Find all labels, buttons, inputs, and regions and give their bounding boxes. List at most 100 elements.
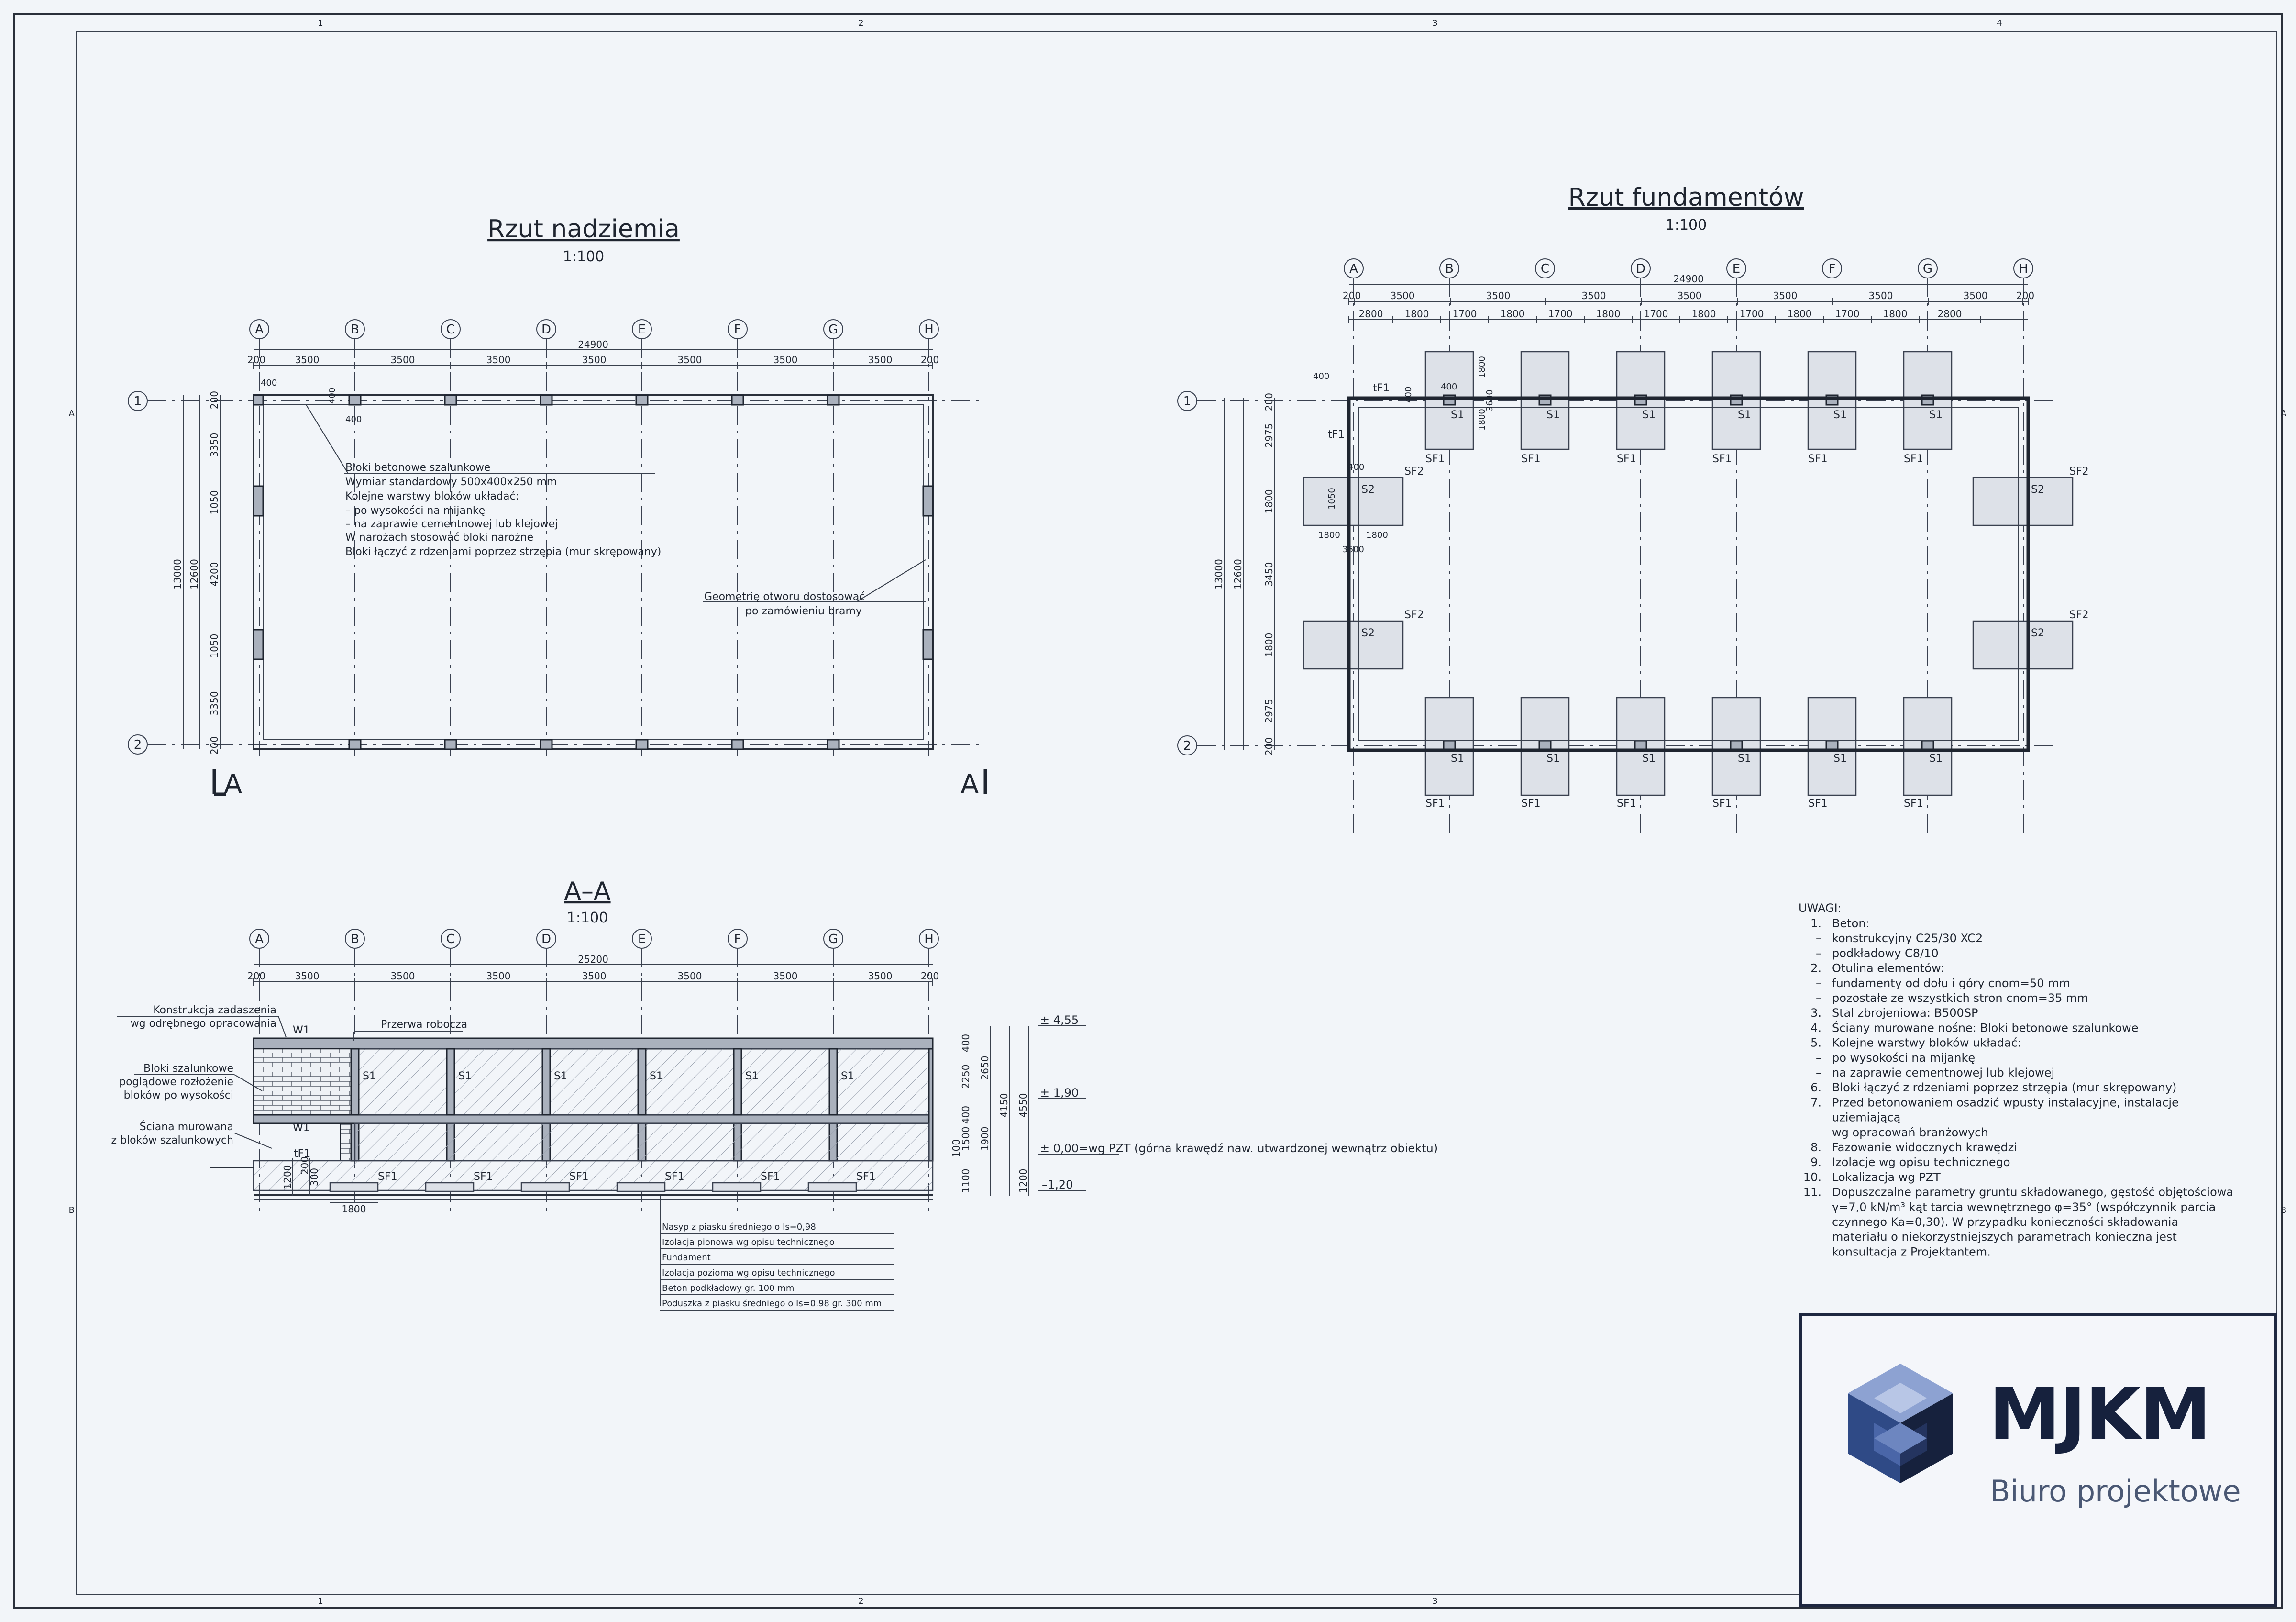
note-number-7: 4. xyxy=(1810,1021,1821,1034)
label-sf1-bottom-6: SF1 xyxy=(1904,798,1923,810)
plan-found-dim-3450: 3450 xyxy=(1263,562,1275,587)
note-text-19: γ=7,0 kN/m³ kąt tarcia wewnętrznego φ=35… xyxy=(1832,1200,2216,1214)
plan-top-axis-label-1: 1 xyxy=(134,394,142,409)
label-s1-top-1: S1 xyxy=(1451,409,1464,421)
section-sf1-5: SF1 xyxy=(856,1171,876,1183)
section-levels: ± 4,55 ± 1,90 ± 0,00=wg PZT (górna krawę… xyxy=(1038,1013,1438,1191)
note-text-15: Fazowanie widocznych krawędzi xyxy=(1832,1141,2017,1154)
level-minus-1-20: –1,20 xyxy=(1042,1178,1073,1191)
section-span-value-0: 200 xyxy=(247,970,265,982)
plan-top-dim-200b: 200 xyxy=(209,736,220,755)
section-ring-beam-top xyxy=(253,1037,934,1050)
svg-text:– po wysokości na mijankę: – po wysokości na mijankę xyxy=(345,505,485,517)
plan-found-inner-3600a: 3600 xyxy=(1342,544,1364,555)
plan-top-post-bottom-5 xyxy=(731,739,744,750)
section-bay-upper-2 xyxy=(450,1048,547,1116)
frame-col-3-bottom: 3 xyxy=(1432,1596,1437,1606)
note-text-21: materiału o niekorzystniejszych parametr… xyxy=(1832,1230,2177,1244)
note-number-6: 3. xyxy=(1810,1006,1821,1020)
plan-found-wall-inner xyxy=(1358,407,2019,741)
plan-found-inner-400d: 400 xyxy=(1348,462,1364,472)
section-w1-mid: W1 xyxy=(293,1122,310,1134)
note-number-18: 11. xyxy=(1803,1186,1821,1199)
svg-text:Bloki łączyć z rdzeniami poprz: Bloki łączyć z rdzeniami poprzez strzępi… xyxy=(345,546,661,558)
svg-text:Wymiar standardowy 500x400x250: Wymiar standardowy 500x400x250 mm xyxy=(345,476,557,488)
plan-found-subspan-value-9: 1800 xyxy=(1788,308,1812,320)
plan-found-subspan-value-6: 1700 xyxy=(1644,308,1668,320)
section-footing-2 xyxy=(520,1182,570,1192)
label-s1-bottom-2: S1 xyxy=(1546,753,1560,765)
section-span-value-1: 3500 xyxy=(295,970,320,982)
plan-found-footings: S1SF1S1SF1S1SF1S1SF1S1SF1S1SF1S1SF1S1SF1… xyxy=(1303,351,2089,810)
plan-found-axis-label-c: C xyxy=(1541,262,1549,276)
label-sf2-left-1: SF2 xyxy=(1404,466,1424,478)
plan-found-inner-3600b: 3600 xyxy=(1485,389,1495,411)
label-s1-top-3: S1 xyxy=(1642,409,1656,421)
plan-top-gate-note-2: po zamówieniu bramy xyxy=(745,605,862,617)
plan-found-span-value-5: 3500 xyxy=(1773,290,1798,301)
section-sf1-1: SF1 xyxy=(474,1171,493,1183)
plan-top-span-value-4: 3500 xyxy=(582,354,607,366)
company-name: MJKM xyxy=(1989,1373,2211,1456)
plan-top-scale: 1:100 xyxy=(563,248,604,265)
plan-top-dim-1050a: 1050 xyxy=(209,490,220,515)
plan-found-subspan-value-3: 1800 xyxy=(1501,308,1525,320)
plan-found-inner-1800a: 1800 xyxy=(1477,356,1487,378)
section-mark-right: A xyxy=(960,769,979,800)
notes-heading: UWAGI: xyxy=(1799,901,1842,915)
section-layer-0: Nasyp z piasku średniego o Is=0,98 xyxy=(662,1222,816,1232)
note-text-0: Beton: xyxy=(1832,917,1870,930)
plan-found-subspan-value-7: 1800 xyxy=(1692,308,1716,320)
note-text-17: Lokalizacja wg PZT xyxy=(1832,1170,1941,1184)
plan-top-dim-1050b: 1050 xyxy=(209,634,220,658)
section-bay-upper-6 xyxy=(832,1048,930,1116)
section-right-dims: 400 2250 2650 4150 4550 100 400 1500 190… xyxy=(950,1026,1029,1196)
plan-top-post-top-4 xyxy=(635,394,649,406)
note-number-15: 8. xyxy=(1810,1141,1821,1154)
plan-found-dim-1800a: 1800 xyxy=(1263,489,1275,514)
note-text-20: czynnego Ka=0,30). W przypadku konieczno… xyxy=(1832,1215,2178,1229)
section-bay-upper-5 xyxy=(737,1048,834,1116)
label-sf1-bottom-5: SF1 xyxy=(1808,798,1828,810)
footing-side-left-1 xyxy=(1303,477,1404,526)
plan-top-span-value-8: 200 xyxy=(921,354,939,366)
plan-found-dim-2975a: 2975 xyxy=(1263,423,1275,448)
frame-col-2: 2 xyxy=(858,18,863,28)
note-number-0: 1. xyxy=(1810,917,1821,930)
plan-top-span-value-5: 3500 xyxy=(678,354,702,366)
note-text-13: uziemiającą xyxy=(1832,1111,1900,1124)
section-total-length: 25200 xyxy=(578,954,608,965)
section-callout-wall-2: z bloków szalunkowych xyxy=(111,1134,233,1146)
svg-text:2650: 2650 xyxy=(979,1056,991,1080)
section-column-upper-3 xyxy=(541,1048,551,1116)
section-w1-top: W1 xyxy=(293,1024,310,1036)
section-footing-0 xyxy=(329,1182,379,1192)
section-span-value-3: 3500 xyxy=(486,970,511,982)
note-text-5: pozostałe ze wszystkich stron cnom=35 mm xyxy=(1832,991,2088,1005)
section-column-upper-1 xyxy=(350,1048,360,1116)
section-s1-5: S1 xyxy=(745,1070,759,1082)
label-sf1-top-1: SF1 xyxy=(1425,453,1445,465)
label-sf1-bottom-1: SF1 xyxy=(1425,798,1445,810)
section-title: A–A xyxy=(564,877,611,906)
svg-text:1200: 1200 xyxy=(282,1165,293,1189)
section-tf1: tF1 xyxy=(294,1148,310,1160)
plan-top-opening-jamb-3 xyxy=(922,629,934,660)
note-text-18: Dopuszczalne parametry gruntu składowane… xyxy=(1832,1186,2233,1199)
plan-top-inner-wall xyxy=(263,404,924,740)
plan-top-axis-label-e: E xyxy=(638,322,646,337)
label-sf1-bottom-3: SF1 xyxy=(1617,798,1636,810)
note-text-3: Otulina elementów: xyxy=(1832,962,1944,975)
plan-top-span-value-0: 200 xyxy=(247,354,265,366)
svg-text:1800: 1800 xyxy=(342,1203,366,1215)
plan-found-subspan-value-4: 1700 xyxy=(1548,308,1573,320)
section-axis-label-b: B xyxy=(351,932,359,946)
label-s1-top-2: S1 xyxy=(1546,409,1560,421)
section-column-upper-4 xyxy=(637,1048,647,1116)
section-s1-6: S1 xyxy=(841,1070,854,1082)
section-layer-5: Poduszka z piasku średniego o Is=0,98 gr… xyxy=(662,1299,882,1309)
plan-found-inner-400b: 400 xyxy=(1403,387,1413,403)
section-brick-infill xyxy=(253,1048,355,1116)
note-number-2: – xyxy=(1816,946,1821,960)
